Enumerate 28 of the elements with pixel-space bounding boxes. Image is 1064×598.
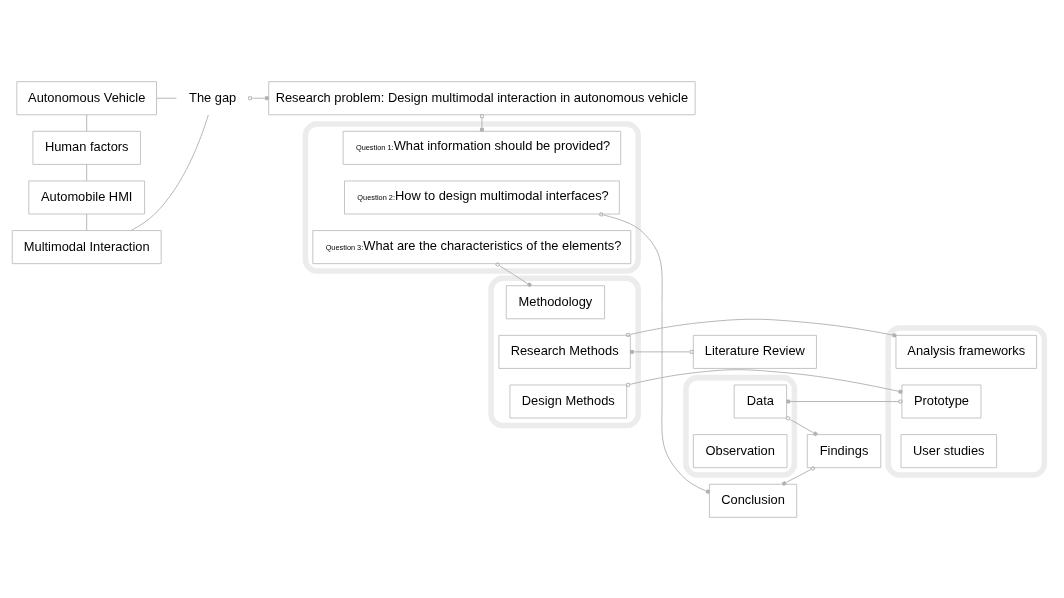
cluster: [683, 374, 798, 478]
node-box: User studies: [900, 433, 998, 468]
connector: [786, 399, 903, 403]
connector: [629, 349, 694, 354]
node-box: Analysis frameworks: [895, 334, 1038, 369]
node-box: Design Methods: [509, 384, 628, 418]
connector: [130, 113, 209, 231]
node-box: Literature Review: [692, 334, 817, 369]
connector: [156, 97, 177, 99]
connector: [86, 213, 88, 231]
node-box: Multimodal Interaction: [11, 229, 162, 264]
node-box: Automobile HMI: [28, 180, 146, 214]
connector: [785, 415, 818, 436]
node-box: Autonomous Vehicle: [16, 80, 157, 115]
cluster: [885, 324, 1048, 478]
node-box: Research problem: Design multimodal interaction in autonomous vehicle: [268, 80, 696, 115]
node-box: Human factors: [32, 130, 141, 165]
node-box: Observation: [692, 433, 788, 468]
connector: [781, 465, 816, 486]
node-box: Prototype: [901, 384, 982, 418]
cluster: [488, 275, 641, 428]
cluster: [302, 120, 641, 274]
connector: [86, 113, 88, 132]
connector: [625, 368, 903, 394]
node-box: Question 1:What information should be provided?: [342, 130, 622, 165]
connector: [86, 163, 88, 181]
node-text: The gap: [189, 89, 237, 105]
node-box: Data: [733, 384, 788, 418]
